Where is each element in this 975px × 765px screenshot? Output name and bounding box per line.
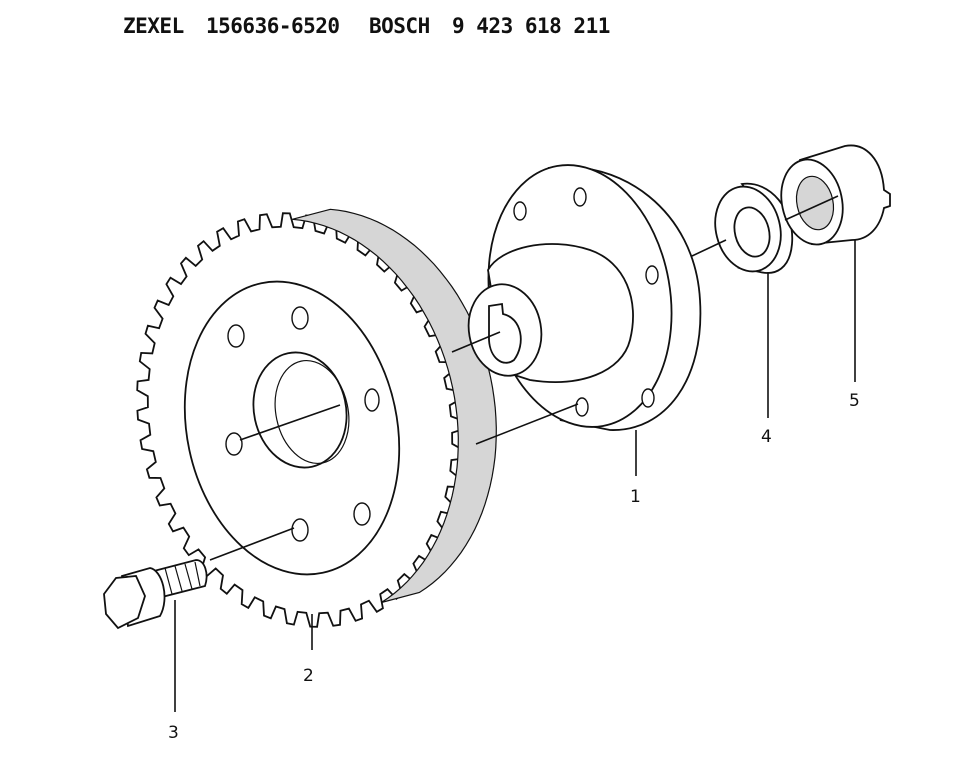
hub-bolt-hole [513, 201, 527, 221]
callout-5: 5 [849, 391, 860, 411]
hub-bolt-hole [641, 388, 655, 408]
hub-bolt-hole [573, 187, 587, 207]
gear-bore-inner-edge [274, 359, 350, 465]
gear-part-2[interactable] [136, 208, 497, 628]
washer-hole [733, 206, 771, 258]
bolt-hex-head [103, 575, 146, 630]
gear-bolt-hole [227, 324, 245, 348]
part-number-zexel: 156636-6520 [206, 14, 340, 38]
part-number-bosch: 9 423 618 211 [452, 14, 610, 38]
gear-bolt-hole [291, 306, 309, 330]
gear-bore [252, 351, 348, 469]
centerline [451, 331, 501, 353]
gear-tooth-flanks [292, 208, 497, 604]
callout-labels: 1 2 3 4 5 [168, 391, 860, 743]
callout-2: 2 [303, 666, 314, 686]
gear-bolt-hole [364, 388, 380, 412]
centerline [784, 195, 839, 221]
callout-3: 3 [168, 723, 179, 743]
callout-1: 1 [630, 487, 641, 507]
centerline [475, 403, 579, 445]
assembly-lines [209, 195, 839, 561]
washer-part-4[interactable] [707, 180, 794, 279]
hub-keyed-bore [488, 302, 522, 364]
brand-label-zexel: ZEXEL [123, 14, 184, 38]
hub-flange-part-1[interactable] [462, 150, 702, 441]
slotted-nut-part-5[interactable] [774, 144, 891, 250]
gear-bolt-hole [353, 502, 371, 526]
hub-bolt-hole [575, 397, 589, 417]
bolt-threads [164, 561, 201, 595]
gear-bolt-hole [225, 432, 243, 456]
brand-label-bosch: BOSCH [369, 14, 430, 38]
leader-lines [174, 240, 856, 712]
centerline [239, 404, 341, 441]
centerline [209, 527, 295, 561]
hub-bolt-hole [645, 265, 659, 285]
drawing-header: ZEXEL 156636-6520 BOSCH 9 423 618 211 [0, 14, 975, 48]
callout-4: 4 [761, 427, 772, 447]
centerline [691, 239, 727, 257]
bolt-part-3[interactable] [103, 559, 208, 630]
gear-bolt-hole [291, 518, 309, 542]
